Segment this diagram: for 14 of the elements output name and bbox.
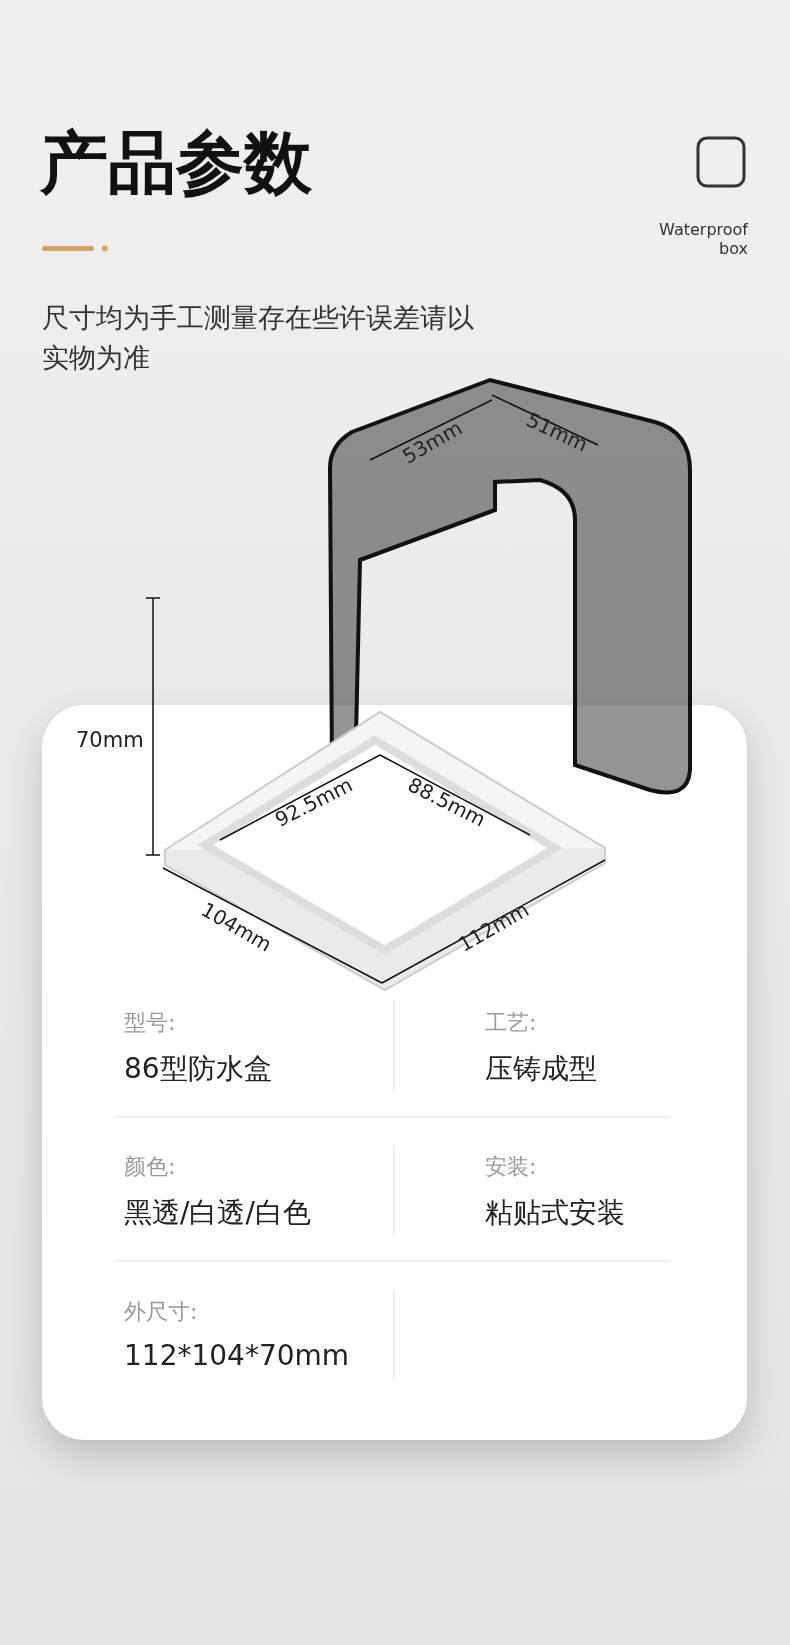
spec-label: 颜色:: [124, 1153, 176, 1181]
icon-caption: Waterproof box: [658, 220, 748, 258]
spec-value: 112*104*70mm: [124, 1339, 350, 1372]
page-title: 产品参数: [40, 122, 312, 204]
spec-value: 压铸成型: [485, 1051, 597, 1087]
spec-value: 粘贴式安装: [485, 1195, 625, 1231]
spec-label: 安装:: [485, 1153, 537, 1181]
spec-label: 工艺:: [485, 1009, 537, 1037]
spec-value: 86型防水盒: [124, 1051, 272, 1087]
dimension-label: 70mm: [76, 728, 144, 752]
spec-label: 型号:: [124, 1009, 176, 1037]
note-text: 尺寸均为手工测量存在些许误差请以实物为准: [42, 301, 475, 375]
spec-value: 黑透/白透/白色: [124, 1195, 311, 1231]
spec-label: 外尺寸:: [124, 1298, 198, 1326]
